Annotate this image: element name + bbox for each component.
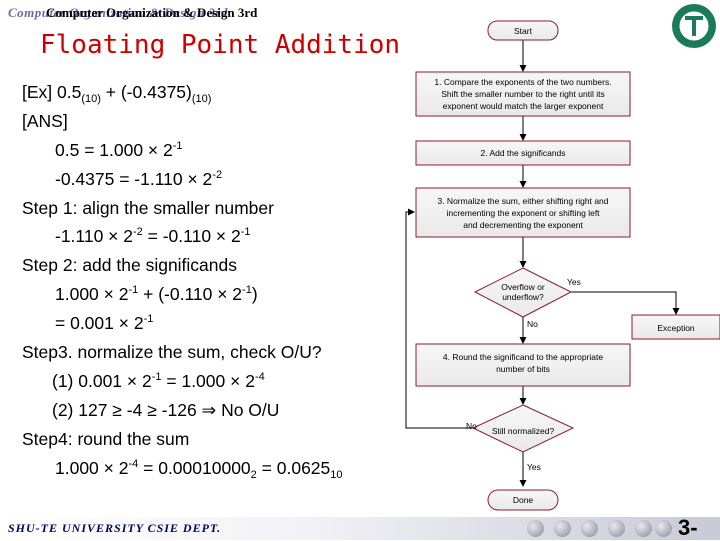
no2-label: No xyxy=(466,421,477,431)
step1-detail: -1.110 × 2-2 = -0.110 × 2-1 xyxy=(55,226,251,247)
start-node xyxy=(487,20,559,41)
step2-detail: 1.000 × 2-1 + (-0.110 × 2-1) xyxy=(55,284,258,305)
header-ghost-text: Computer Organization & Design 3rd xyxy=(8,5,228,20)
step3-line2: incrementing the exponent or shifting le… xyxy=(446,208,600,218)
step1-line2: Shift the smaller number to the right un… xyxy=(441,89,604,99)
step4-label: Step4: round the sum xyxy=(22,428,190,449)
previous-slide-icon[interactable] xyxy=(554,520,571,537)
decision1-line1: Overflow or xyxy=(501,282,545,292)
operand-a-line: 0.5 = 1.000 × 2-1 xyxy=(55,139,183,160)
overflow-decision xyxy=(473,267,573,318)
step4-result: 1.000 × 2-4 = 0.000100002 = 0.062510 xyxy=(55,457,343,481)
example-line: [Ex] 0.5(10) + (-0.4375)(10) xyxy=(22,82,212,105)
yes1-label: Yes xyxy=(567,277,581,287)
step1-line1: 1. Compare the exponents of the two numb… xyxy=(434,77,611,87)
step2-box xyxy=(415,140,631,166)
done-label: Done xyxy=(513,495,534,505)
step2-label: Step 2: add the significands xyxy=(22,255,238,276)
step3-label: Step3. normalize the sum, check O/U? xyxy=(22,342,322,363)
shu-te-university-seal-icon xyxy=(672,4,716,48)
step1-box xyxy=(415,71,631,117)
step3-normalize: (1) 0.001 × 2-1 = 1.000 × 2-4 xyxy=(52,370,265,391)
last-slide-icon[interactable] xyxy=(655,520,672,537)
step1-line3: exponent would match the larger exponent xyxy=(443,101,604,111)
decision2-label: Still normalized? xyxy=(492,426,555,436)
next-slide-icon[interactable] xyxy=(635,520,652,537)
step3-box xyxy=(415,187,631,238)
slide-header: Computer Organization & Design 3rd Compu… xyxy=(8,2,388,24)
normalized-decision xyxy=(471,404,575,453)
step2-result: = 0.001 × 2-1 xyxy=(55,313,154,334)
step1-label: Step 1: align the smaller number xyxy=(22,197,274,218)
start-label: Start xyxy=(514,26,533,36)
step4-box xyxy=(415,343,631,387)
play-icon[interactable] xyxy=(608,520,625,537)
operand-b-line: -0.4375 = -1.110 × 2-2 xyxy=(55,168,223,189)
yes2-label: Yes xyxy=(527,462,541,472)
no1-label: No xyxy=(527,319,538,329)
step2-label: 2. Add the significands xyxy=(480,148,565,158)
exception-box xyxy=(631,314,720,340)
stop-icon[interactable] xyxy=(581,520,598,537)
step3-line1: 3. Normalize the sum, either shifting ri… xyxy=(437,196,608,206)
footer-label: SHU-TE UNIVERSITY CSIE DEPT. xyxy=(8,521,222,535)
first-slide-icon[interactable] xyxy=(527,520,544,537)
exception-label: Exception xyxy=(657,323,695,333)
slide-title: Floating Point Addition xyxy=(40,30,401,60)
step3-check: (2) 127 ≥ -4 ≥ -126 ⇒ No O/U xyxy=(52,399,280,420)
solution-text: [Ex] 0.5(10) + (-0.4375)(10) [ANS] 0.5 =… xyxy=(22,78,343,482)
flow-connectors xyxy=(405,40,680,487)
header-title: Computer Organization & Design 3rd xyxy=(46,5,258,20)
page-number: 3- xyxy=(678,515,698,540)
answer-label: [ANS] xyxy=(22,110,68,131)
step4-line1: 4. Round the significand to the appropri… xyxy=(443,352,603,362)
decision1-line2: underflow? xyxy=(502,292,544,302)
done-node xyxy=(487,489,559,511)
step4-line2: number of bits xyxy=(496,364,550,374)
step3-line3: and decrementing the exponent xyxy=(463,220,583,230)
